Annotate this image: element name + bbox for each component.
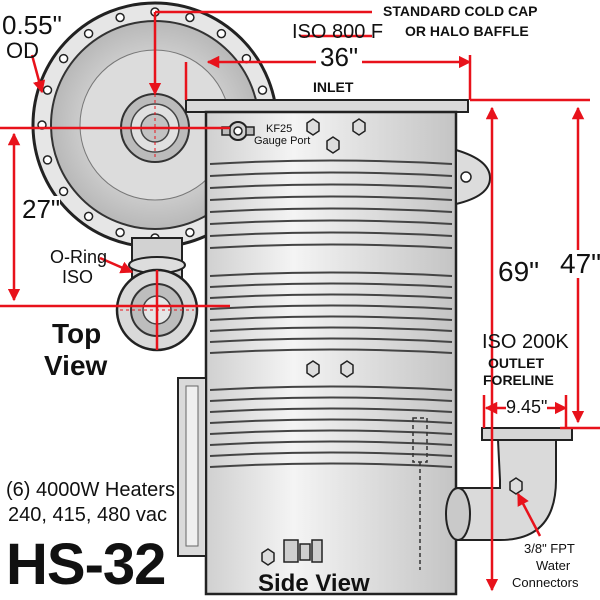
outlet-flange xyxy=(481,427,573,441)
inlet-flange xyxy=(185,99,469,113)
coil-turn xyxy=(209,171,453,177)
coil-turn xyxy=(209,183,453,189)
coil-turn xyxy=(209,304,453,310)
coil-turn xyxy=(209,451,453,457)
coil-turn xyxy=(209,337,453,343)
outlet-flange-label: ISO 200K xyxy=(482,331,569,353)
outlet-elbow xyxy=(445,427,573,541)
side-view-title: Side View xyxy=(258,570,370,597)
bolt-hole xyxy=(58,186,69,197)
oring-iso-label: ISO xyxy=(62,267,94,287)
coil-turn xyxy=(209,159,453,165)
bolt-hole xyxy=(42,155,53,165)
coil-turn xyxy=(209,293,453,299)
coil-turn xyxy=(209,429,453,435)
water-label: Water xyxy=(536,558,571,573)
hex-fittings xyxy=(261,118,366,566)
coil-turn xyxy=(209,207,453,213)
voltage-label: 240, 415, 480 vac xyxy=(8,504,168,526)
coil-turn xyxy=(209,407,453,413)
cap-label-line2: OR HALO BAFFLE xyxy=(405,23,529,39)
coil-turn xyxy=(209,326,453,332)
bolt-hole xyxy=(185,12,195,23)
coil-turn xyxy=(209,282,453,288)
heaters-label: (6) 4000W Heaters xyxy=(6,479,175,501)
oring-label: O-Ring xyxy=(50,247,108,267)
outlet-offset-dimension: 9.45" xyxy=(506,397,548,417)
water-valve-icon xyxy=(283,539,323,563)
coil-turn xyxy=(209,315,453,321)
coil-turn xyxy=(209,271,453,277)
bolt-hole xyxy=(216,28,227,39)
water-connector-label: 3/8" FPT xyxy=(524,541,575,556)
inlet-width-dimension: 36" xyxy=(316,44,363,70)
cap-label-line1: STANDARD COLD CAP xyxy=(383,3,538,19)
coil-turn xyxy=(209,462,453,468)
kf25-clamp-icon xyxy=(221,121,255,141)
inlet-flange-label: ISO 800 F xyxy=(292,21,384,43)
pump-body xyxy=(204,110,458,596)
gauge-port-label: Gauge Port xyxy=(254,135,311,147)
side-view xyxy=(177,99,573,596)
od-value: 0.55" xyxy=(2,10,62,40)
od-unit: OD xyxy=(6,38,39,63)
bolt-hole xyxy=(115,12,125,23)
bolt-hole xyxy=(42,85,53,95)
coil-turn xyxy=(209,219,453,225)
top-view-title-2: View xyxy=(44,350,108,381)
bolt-hole xyxy=(58,53,69,64)
model-name: HS-32 xyxy=(6,532,166,597)
bolt-hole xyxy=(83,211,94,222)
outlet-height-dimension: 47" xyxy=(560,248,600,279)
coil-turn xyxy=(209,385,453,391)
coil-turn xyxy=(209,396,453,402)
connectors-label: Connectors xyxy=(512,575,579,590)
coil-turn xyxy=(209,243,453,249)
total-height-dimension: 69" xyxy=(498,256,540,287)
coil-turn xyxy=(209,348,453,354)
coil-turn xyxy=(209,418,453,424)
bolt-hole xyxy=(115,227,125,238)
outlet-label: OUTLET xyxy=(488,355,544,371)
bolt-hole xyxy=(257,85,268,95)
coil-turn xyxy=(209,195,453,201)
top-view-title: Top xyxy=(52,318,102,349)
bolt-hole xyxy=(185,227,195,238)
inlet-label: INLET xyxy=(313,79,354,95)
bolt-hole xyxy=(83,28,94,39)
top-diameter-dimension: 27" xyxy=(22,194,61,224)
coil-turn xyxy=(209,231,453,237)
cooling-coils xyxy=(209,159,453,468)
foreline-label: FORELINE xyxy=(483,372,554,388)
kf25-label: KF25 xyxy=(266,123,293,135)
coil-turn xyxy=(209,440,453,446)
